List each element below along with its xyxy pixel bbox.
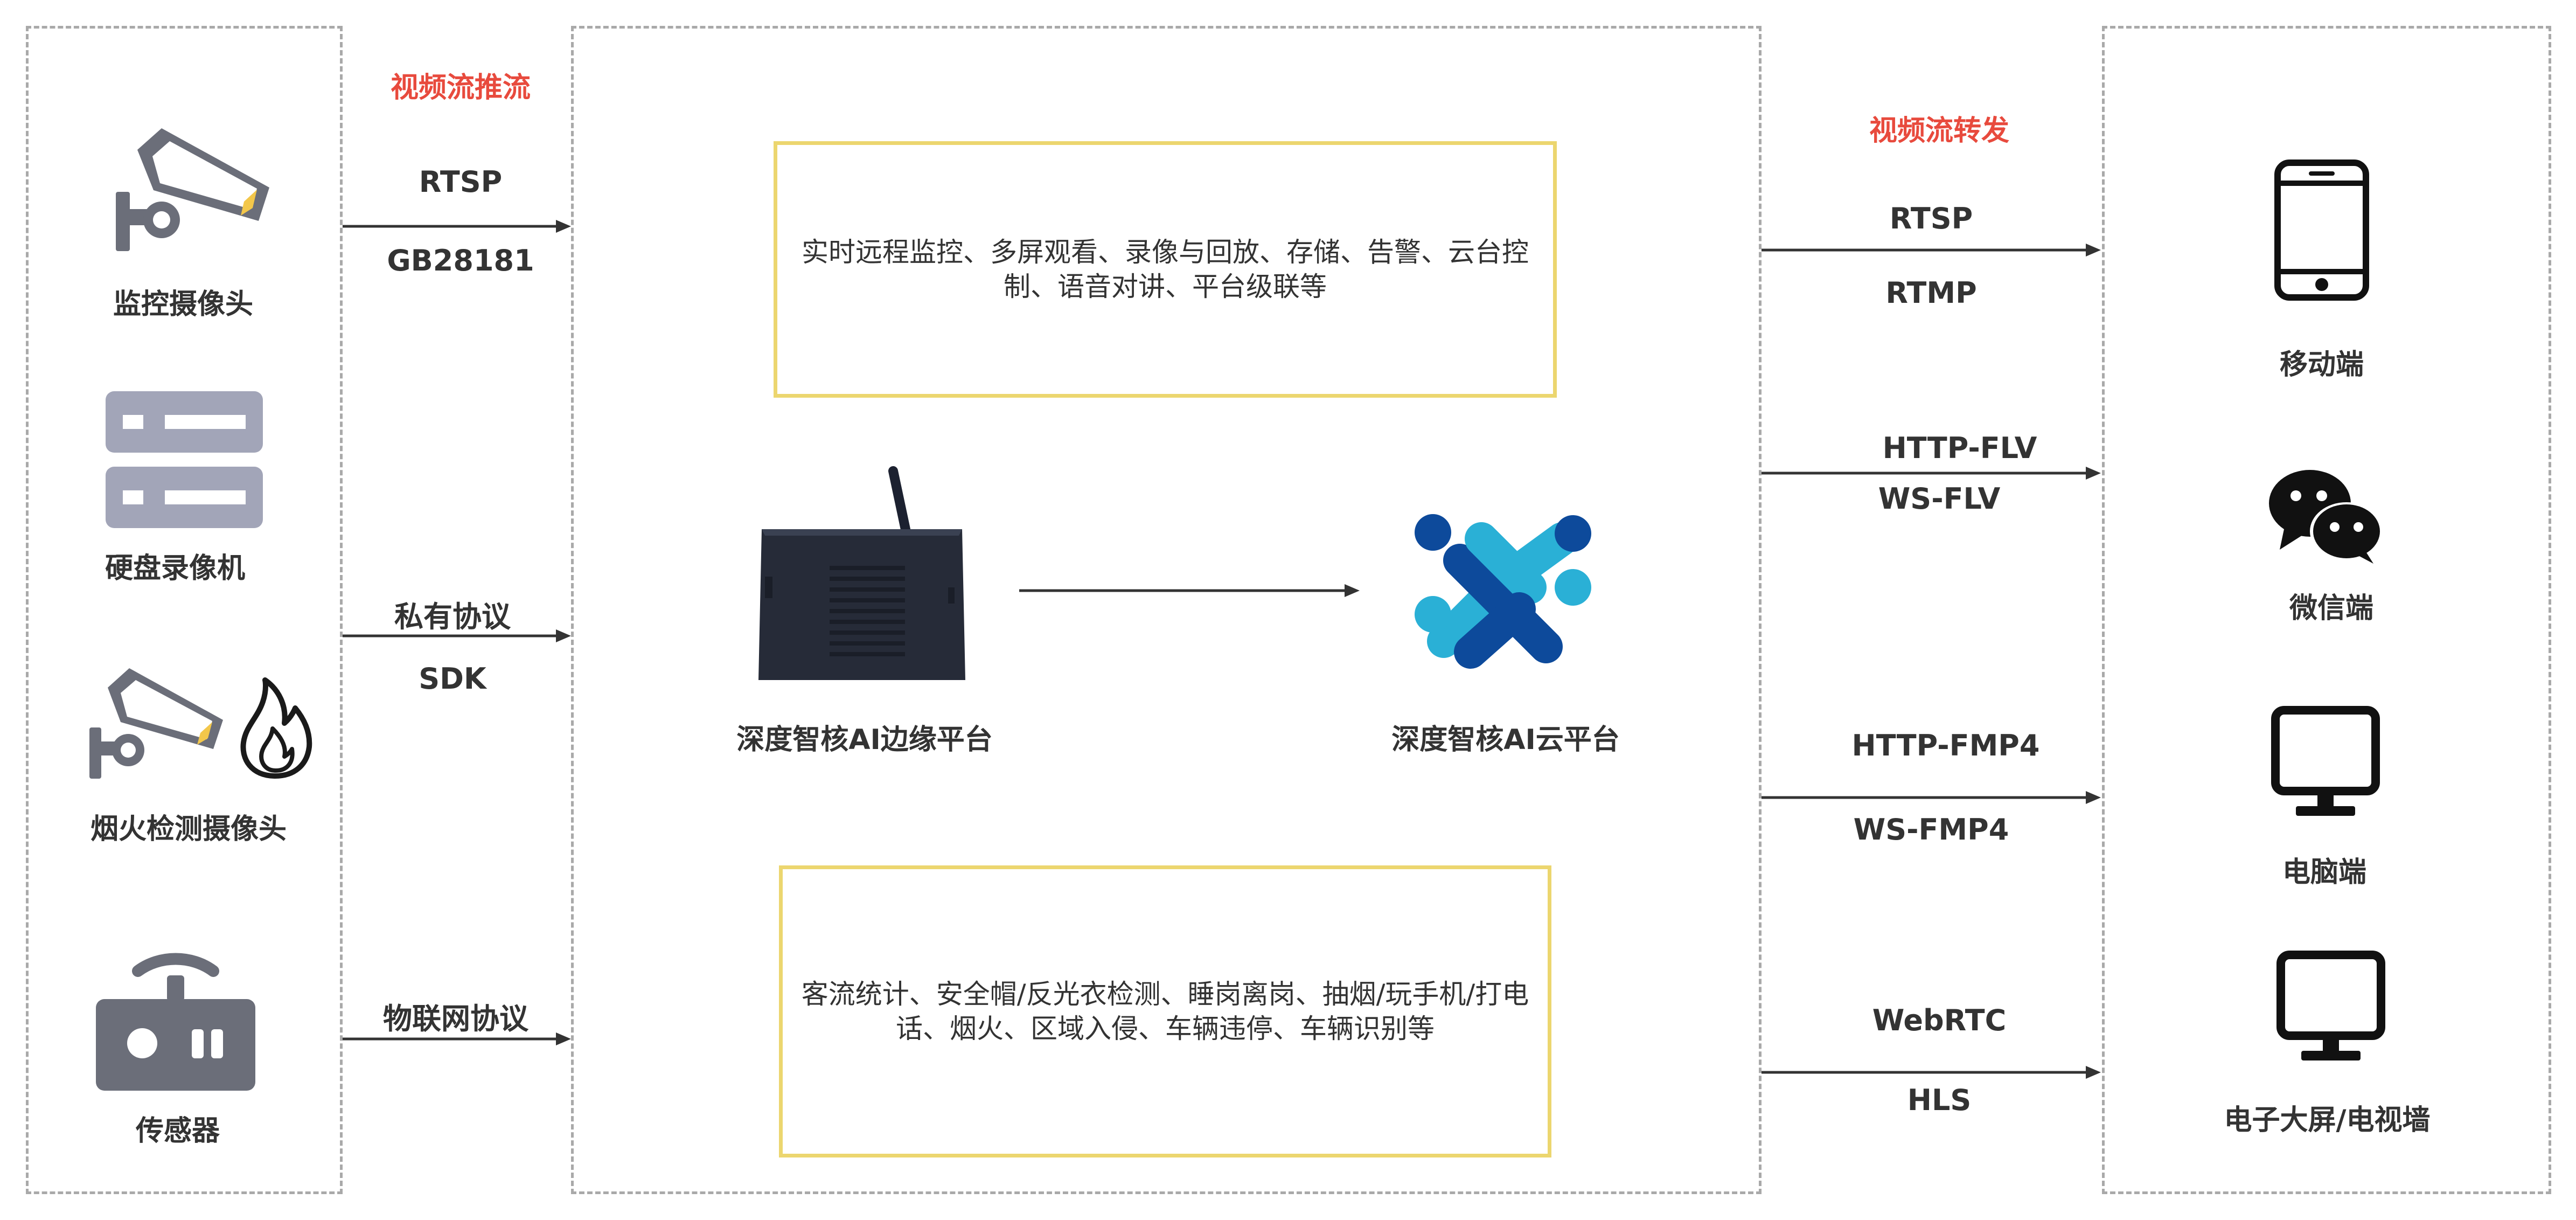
sensor-icon <box>96 953 255 1091</box>
protocol-http-fmp4: HTTP-FMP4 <box>1851 729 2040 763</box>
protocol-ws-fmp4: WS-FMP4 <box>1853 813 2009 847</box>
cloud-platform-label: 深度智核AI云平台 <box>1391 724 1620 756</box>
arrow-in-2 <box>343 629 571 642</box>
arrow-out-3 <box>1762 791 2101 804</box>
client-label-wechat: 微信端 <box>2289 592 2374 625</box>
feature-box-video: 实时远程监控、多屏观看、录像与回放、存储、告警、云台控制、语音对讲、平台级联等 <box>774 141 1557 398</box>
protocol-sdk: SDK <box>419 662 486 696</box>
device-label-sensor: 传感器 <box>135 1115 220 1147</box>
arrow-in-1 <box>343 220 571 233</box>
mobile-phone-icon <box>2274 160 2369 301</box>
edge-to-cloud-arrow <box>1019 584 1360 597</box>
nvr-server-icon <box>106 391 263 528</box>
feature-box-ai: 客流统计、安全帽/反光衣检测、睡岗离岗、抽烟/玩手机/打电话、烟火、区域入侵、车… <box>779 865 1551 1157</box>
protocol-ws-flv: WS-FLV <box>1878 482 2001 516</box>
computer-monitor-icon <box>2271 706 2380 816</box>
protocol-iot: 物联网协议 <box>383 1002 528 1036</box>
forward-flow-title: 视频流转发 <box>1869 115 2010 147</box>
protocol-gb28181: GB28181 <box>387 244 534 278</box>
wechat-icon <box>2269 470 2383 564</box>
arrow-out-2 <box>1762 467 2101 480</box>
tv-wall-icon <box>2276 951 2385 1060</box>
cctv-camera-icon <box>116 128 269 251</box>
edge-box-icon <box>758 466 965 680</box>
feature-text-video: 实时远程监控、多屏观看、录像与回放、存储、告警、云台控制、语音对讲、平台级联等 <box>802 237 1529 302</box>
arrow-in-3 <box>343 1032 571 1045</box>
fire-camera-icon <box>89 668 312 779</box>
protocol-webrtc: WebRTC <box>1872 1003 2007 1037</box>
protocol-rtmp: RTMP <box>1885 276 1977 310</box>
device-label-nvr: 硬盘录像机 <box>105 552 246 585</box>
cloud-platform-logo <box>1415 514 1591 669</box>
device-label-cctv: 监控摄像头 <box>113 288 254 321</box>
protocol-http-flv: HTTP-FLV <box>1882 431 2037 465</box>
device-label-fire-camera: 烟火检测摄像头 <box>90 813 287 845</box>
feature-text-ai: 客流统计、安全帽/反光衣检测、睡岗离岗、抽烟/玩手机/打电话、烟火、区域入侵、车… <box>801 979 1529 1044</box>
client-label-pc: 电脑端 <box>2282 856 2367 889</box>
protocol-rtsp-in: RTSP <box>419 165 503 199</box>
protocol-hls: HLS <box>1907 1083 1972 1117</box>
push-flow-title: 视频流推流 <box>390 72 531 104</box>
left-panel <box>26 26 343 1194</box>
client-label-tv-wall: 电子大屏/电视墙 <box>2224 1104 2431 1136</box>
protocol-rtsp-out: RTSP <box>1889 202 1973 235</box>
arrow-out-1 <box>1762 244 2101 257</box>
arrow-out-4 <box>1762 1066 2101 1079</box>
center-panel <box>571 26 1762 1194</box>
right-panel <box>2102 26 2551 1194</box>
protocol-private: 私有协议 <box>394 600 511 634</box>
client-label-mobile: 移动端 <box>2279 349 2364 381</box>
edge-platform-label: 深度智核AI边缘平台 <box>736 724 993 756</box>
